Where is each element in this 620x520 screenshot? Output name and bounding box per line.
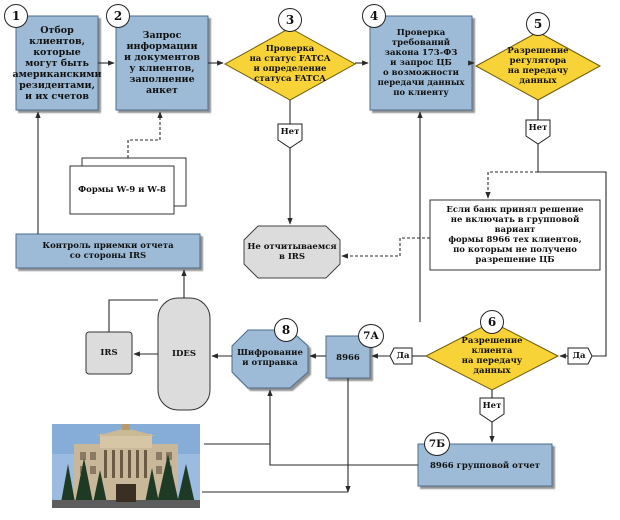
not-report-octagon <box>243 225 341 279</box>
forms-label: Формы W-9 и W-8 <box>78 185 166 195</box>
step4-box <box>369 15 473 111</box>
irs-label: IRS <box>100 348 118 358</box>
irs-control-box <box>15 233 201 269</box>
step7b-label: 8966 групповой отчет <box>430 461 540 471</box>
line-5-no-right <box>537 144 607 357</box>
tag-no-3-label: Нет <box>280 127 300 137</box>
tag-yes-5 <box>567 347 593 365</box>
step5-label: Разрешение регулятора на передачу данных <box>507 46 569 86</box>
step4-number: 4 <box>362 4 386 28</box>
step2-number: 2 <box>106 4 130 28</box>
step7a-number: 7А <box>358 324 384 348</box>
tag-yes-6-label: Да <box>396 351 410 361</box>
ides-label: IDES <box>172 349 196 359</box>
tag-no-3 <box>277 123 303 149</box>
tag-yes-5-label: Да <box>572 351 586 361</box>
step5-number: 5 <box>526 12 550 36</box>
note-label: Если банк принял решение не включать в г… <box>446 205 584 265</box>
irs-control-label: Контроль приемки отчета со стороны IRS <box>42 241 174 261</box>
tag-no-5 <box>525 119 551 145</box>
tag-no-6 <box>479 397 505 423</box>
step1-number: 1 <box>4 4 28 28</box>
step6-number: 6 <box>480 310 504 334</box>
step8-number: 8 <box>274 318 298 342</box>
tag-yes-6 <box>389 347 413 365</box>
step8-label: Шифрование и отправка <box>237 348 303 368</box>
forms-sheet-front <box>69 165 175 215</box>
step1-label: Отбор клиентов, которые могут быть амери… <box>12 24 102 102</box>
step7a-label: 8966 <box>336 353 360 363</box>
step2-box <box>115 15 209 111</box>
line-7b-to-8 <box>267 389 418 466</box>
step6-label: Разрешение клиента на передачу данных <box>461 336 523 376</box>
dashed-5-no-to-note <box>485 171 538 199</box>
tag-no-5-label: Нет <box>528 123 548 133</box>
line-irs-up <box>108 299 158 332</box>
step7b-number: 7Б <box>424 432 450 456</box>
tag-no-6-label: Нет <box>482 401 502 411</box>
dashed-note-to-not-report <box>341 237 430 259</box>
step3-label: Проверка на статус FATCA и определение с… <box>249 44 331 84</box>
not-report-label: Не отчитываемся в IRS <box>247 242 337 262</box>
note-box <box>429 199 601 271</box>
step3-number: 3 <box>278 8 302 32</box>
step4-label: Проверка требований закона 173-ФЗ и запр… <box>377 28 465 98</box>
step1-box <box>15 15 99 111</box>
central-bank-building-image <box>52 424 200 508</box>
step2-label: Запрос информации и документов у клиенто… <box>123 30 201 96</box>
